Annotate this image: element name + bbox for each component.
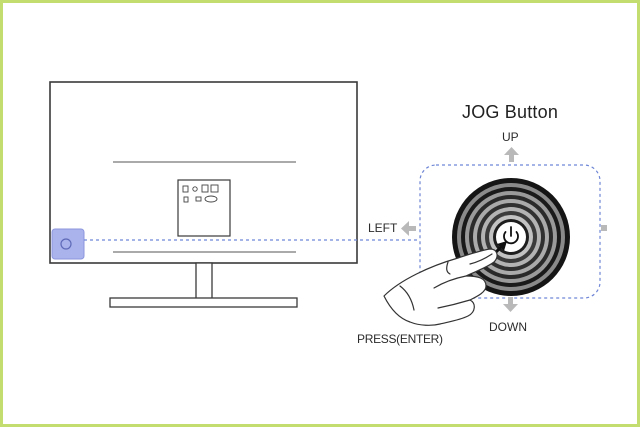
- down-arrow-icon: [503, 297, 518, 312]
- left-arrow-icon: [401, 221, 416, 236]
- direction-arrows: [401, 147, 607, 312]
- press-enter-label: PRESS(ENTER): [357, 332, 443, 346]
- power-icon: [503, 226, 519, 245]
- right-arrow-icon: [601, 225, 607, 231]
- jog-button-highlight: [51, 228, 85, 260]
- monitor-stand-base: [109, 297, 298, 308]
- jog-button-location-icon: [60, 238, 72, 250]
- port-panel: [177, 179, 231, 237]
- diagram-title: JOG Button: [462, 102, 559, 122]
- hand-icon: [383, 248, 498, 326]
- monitor-stand-neck: [195, 262, 213, 300]
- left-label: LEFT: [368, 221, 398, 235]
- up-arrow-icon: [504, 147, 519, 162]
- port-icons: [182, 184, 219, 203]
- monitor-icon: [49, 81, 358, 308]
- up-label: UP: [502, 130, 519, 144]
- down-label: DOWN: [489, 320, 527, 334]
